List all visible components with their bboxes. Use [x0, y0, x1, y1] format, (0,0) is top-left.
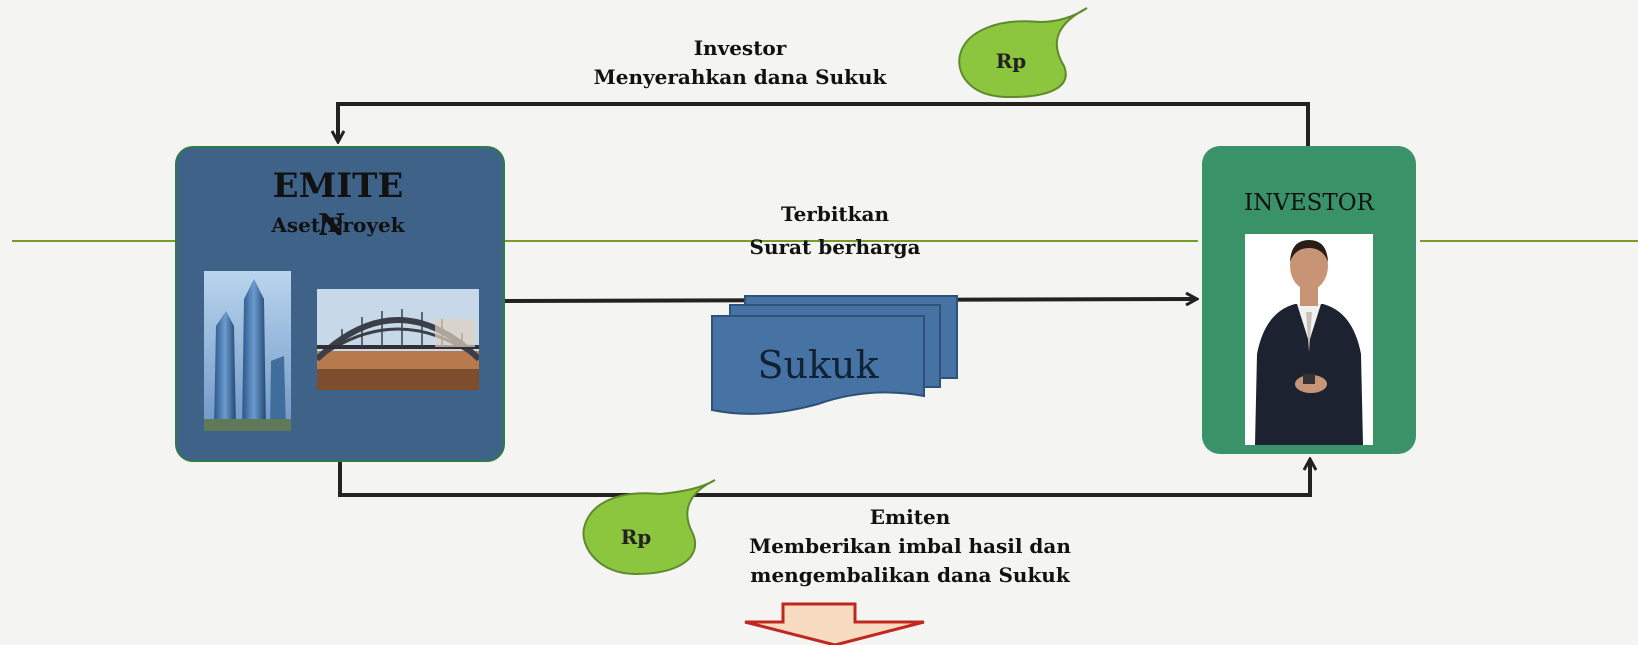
down-arrow-icon: [744, 602, 925, 645]
middle-label-line2: Surat berharga: [749, 235, 921, 259]
investor-title: INVESTOR: [1244, 190, 1374, 216]
bottom-label-line3: mengembalikan dana Sukuk: [750, 563, 1070, 587]
money-bottom-label: Rp: [621, 525, 652, 549]
money-drop-icon-top: Rp: [958, 7, 1088, 99]
bridge-image: [317, 289, 479, 390]
sukuk-label: Sukuk: [757, 343, 879, 387]
money-top-label: Rp: [996, 49, 1027, 73]
businessman-image: [1245, 234, 1373, 445]
middle-label-line1: Terbitkan: [780, 202, 890, 226]
bottom-label-line2: Memberikan imbal hasil dan: [749, 534, 1071, 558]
top-flow-arrow: [338, 102, 1310, 146]
bottom-flow-arrow: [338, 458, 1310, 497]
top-label: Investor Menyerahkan dana Sukuk: [560, 34, 920, 92]
money-drop-icon-bottom: Rp: [582, 479, 716, 576]
emiten-title-overlap: N: [318, 208, 346, 243]
emiten-subtitle: Aset/Proyek: [271, 213, 405, 237]
top-label-line2: Menyerahkan dana Sukuk: [593, 65, 887, 89]
emiten-title: EMITE: [272, 166, 404, 206]
middle-label: Terbitkan Surat berharga: [700, 198, 970, 264]
top-label-line1: Investor: [693, 36, 787, 60]
bottom-label: Emiten Memberikan imbal hasil dan mengem…: [720, 503, 1100, 590]
sukuk-document-stack: Sukuk: [711, 295, 958, 415]
bottom-label-line1: Emiten: [869, 505, 951, 529]
skyscraper-image: [204, 271, 291, 431]
